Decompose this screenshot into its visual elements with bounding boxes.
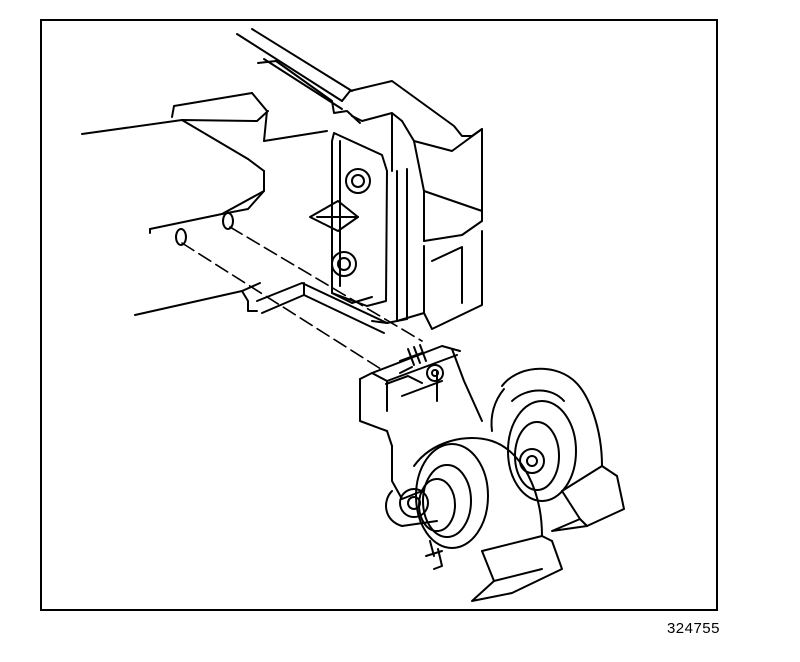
illustration-frame: [40, 19, 718, 611]
horn-bracket: [359, 344, 483, 500]
lower-panel: [81, 92, 328, 316]
front-horn: [385, 437, 563, 602]
alignment-lines: [181, 226, 423, 372]
mounting-plate: [309, 132, 388, 307]
figure-id-label: 324755: [666, 620, 720, 637]
horn-mounting-diagram: [81, 28, 625, 602]
rear-horn: [490, 367, 625, 532]
bolt-holes: [175, 212, 234, 246]
frame-rail: [236, 28, 483, 330]
lower-channel: [256, 282, 388, 334]
